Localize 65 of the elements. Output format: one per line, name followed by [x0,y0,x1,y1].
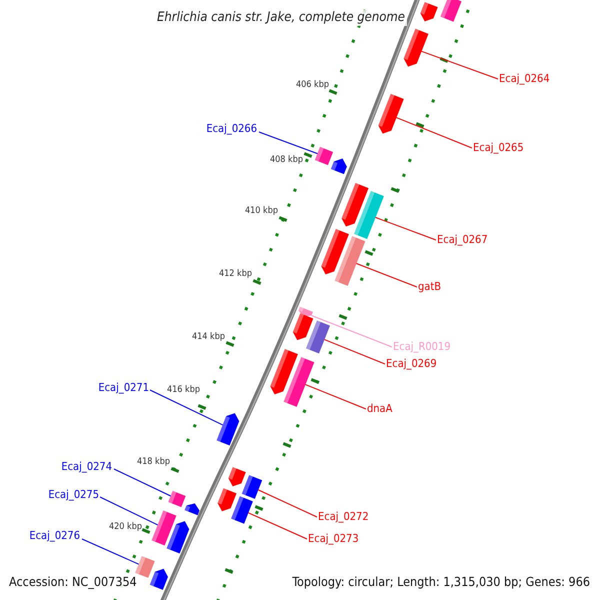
gene-label: Ecaj_0272 [318,510,369,523]
gene-feature [152,510,176,546]
gene-feature [270,349,298,394]
gene-feature [342,182,369,226]
gene-feature [321,229,349,274]
gene-feature [228,467,246,486]
diagram-title: Ehrlichia canis str. Jake, complete genome [155,10,408,26]
gene-feature [354,191,384,239]
scale-label: 416 kbp [167,385,200,396]
gene-label: Ecaj_R0019 [393,340,451,353]
gene-feature [284,357,314,407]
leader-line [310,315,392,348]
scale-label: 410 kbp [245,206,278,217]
gene-label: Ecaj_0274 [61,460,112,473]
gene-feature [242,475,262,499]
scale-label: 408 kbp [270,155,303,166]
gene-feature [231,496,253,524]
leader-line [258,132,318,154]
gene-feature [216,413,240,446]
leader-line [396,117,472,148]
gene-feature [168,490,186,508]
gene-feature [420,2,438,22]
leader-line [420,50,498,80]
gene-label: Ecaj_0264 [499,72,550,85]
gene-label: Ecaj_0276 [29,529,80,542]
gene-feature [184,503,200,516]
leader-line [150,390,224,426]
leader-line [114,468,172,496]
gene-label: Ecaj_0271 [98,381,149,394]
gene-label: Ecaj_0269 [386,357,437,370]
gene-feature [150,568,168,590]
info-text: Accession: NC_007354 [9,574,137,589]
leader-line [304,384,366,410]
info-text: Topology: circular; Length: 1,315,030 bp; Genes: 966 [292,574,590,589]
gene-feature [135,556,155,578]
gene-feature [314,146,334,166]
scale-label: 420 kbp [109,522,142,533]
gene-label: gatB [418,280,442,293]
gene-feature [404,28,428,67]
leader-line [356,263,418,288]
leader-line [324,339,386,364]
leader-line [248,512,308,540]
gene-feature [330,158,347,174]
gene-label: Ecaj_0265 [473,141,524,154]
gene-label: Ecaj_0266 [206,122,257,135]
gene-feature [218,488,237,512]
gene-feature [440,0,462,22]
gene-label: dnaA [367,402,392,415]
gene-label: Ecaj_0267 [437,233,488,246]
gene-label: Ecaj_0275 [48,488,99,501]
gene-label: Ecaj_0273 [308,532,359,545]
leader-line [374,216,436,240]
gene-feature [298,306,313,317]
scale-label: 412 kbp [219,269,252,280]
gene-feature [334,236,366,286]
leader-line [258,489,318,518]
gene-feature [306,320,330,354]
leader-line [100,496,158,526]
scale-label: 414 kbp [192,332,225,343]
leader-line [82,538,140,565]
gene-feature [378,94,404,134]
gene-feature [292,313,314,340]
gene-feature [166,521,190,554]
scale-label: 406 kbp [296,80,329,91]
scale-label: 418 kbp [137,457,170,468]
